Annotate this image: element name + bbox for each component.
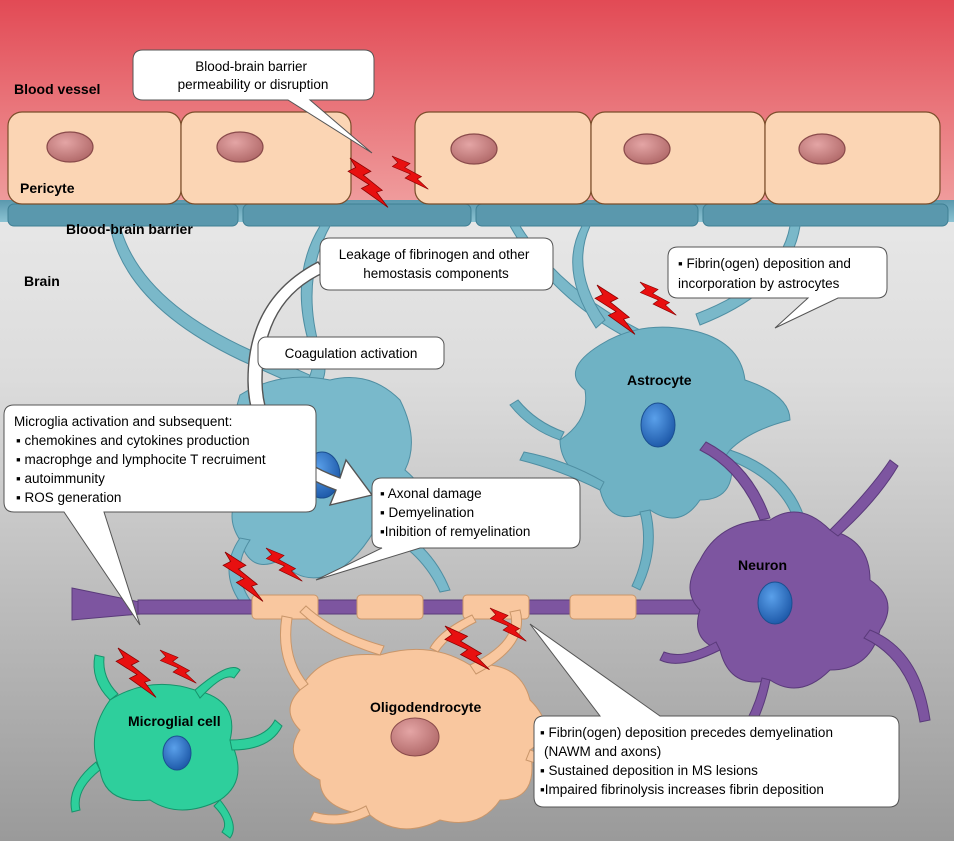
callout-leakage: Leakage of fibrinogen and other hemostas… bbox=[319, 237, 554, 291]
callout-text: Coagulation activation bbox=[285, 346, 418, 361]
astrocyte-nucleus bbox=[640, 402, 676, 448]
myelin-segment bbox=[569, 594, 637, 620]
oligodendrocyte-label: Oligodendrocyte bbox=[370, 699, 481, 715]
endothelial-cell bbox=[180, 111, 352, 205]
astrocyte-label: Astrocyte bbox=[627, 372, 692, 388]
microglia-nucleus bbox=[162, 735, 192, 771]
endothelial-cell bbox=[590, 111, 766, 205]
callout-coagulation: Coagulation activation bbox=[257, 336, 445, 370]
microglial-cell-label: Microglial cell bbox=[128, 713, 221, 729]
brain-label: Brain bbox=[24, 273, 60, 289]
callout-axonal-damage: ▪ Axonal damage ▪ Demyelination ▪Inibiti… bbox=[315, 477, 581, 581]
neuron bbox=[659, 441, 931, 761]
callout-text: Microglia activation and subsequent: ▪ c… bbox=[14, 414, 269, 505]
neuron-nucleus bbox=[757, 581, 793, 625]
bbb-label: Blood-brain barrier bbox=[66, 221, 193, 237]
callout-text: Blood-brain barrier permeability or disr… bbox=[178, 59, 329, 92]
endothelial-cell bbox=[764, 111, 941, 205]
blood-brain-barrier-band bbox=[0, 200, 954, 227]
neuron-label: Neuron bbox=[738, 557, 787, 573]
oligodendrocyte-nucleus bbox=[390, 717, 440, 757]
callout-microglia-activation: Microglia activation and subsequent: ▪ c… bbox=[3, 404, 317, 626]
pericyte-label: Pericyte bbox=[20, 180, 75, 196]
callout-ms-lesions: ▪ Fibrin(ogen) deposition precedes demye… bbox=[529, 623, 900, 808]
oligodendrocyte bbox=[279, 605, 576, 830]
callout-text: ▪ Fibrin(ogen) deposition and incorporat… bbox=[678, 256, 855, 291]
callout-bbb-disruption: Blood-brain barrier permeability or disr… bbox=[132, 49, 375, 154]
callout-text: Leakage of fibrinogen and other hemostas… bbox=[339, 247, 533, 281]
endothelial-cell-row bbox=[7, 111, 941, 205]
endothelial-cell bbox=[414, 111, 592, 205]
callout-text: ▪ Fibrin(ogen) deposition precedes demye… bbox=[540, 725, 837, 797]
callout-text: ▪ Axonal damage ▪ Demyelination ▪Inibiti… bbox=[380, 486, 530, 539]
myelin-segment bbox=[356, 594, 424, 620]
axon bbox=[71, 587, 719, 621]
blood-vessel-label: Blood vessel bbox=[14, 81, 100, 97]
microglial-cell bbox=[70, 654, 283, 839]
callout-astrocyte-deposition: ▪ Fibrin(ogen) deposition and incorporat… bbox=[667, 246, 888, 329]
